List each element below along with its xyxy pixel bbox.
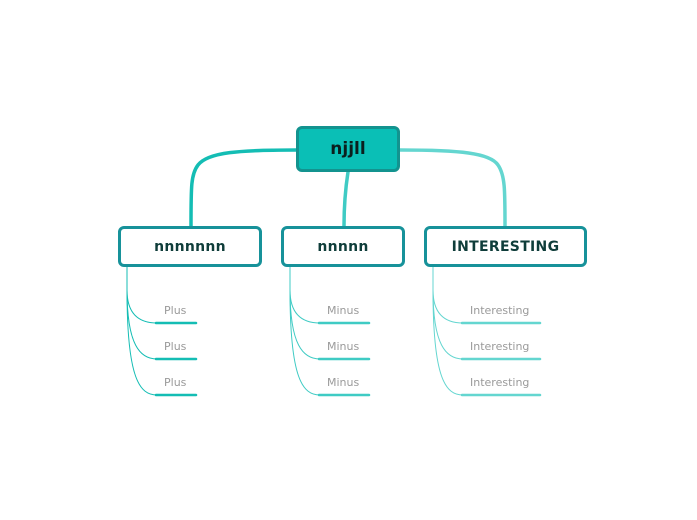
- connector-branch-3-leaf-3: [432, 289, 464, 396]
- connector-root-to-branch-2: [342, 170, 350, 228]
- connector-branch-2-leaf-1: [289, 267, 321, 324]
- branch-node-3[interactable]: INTERESTING: [424, 226, 587, 267]
- leaf-node-1-1[interactable]: Plus: [164, 304, 187, 317]
- connector-branch-3-leaf-2: [432, 289, 464, 360]
- leaf-node-3-1[interactable]: Interesting: [470, 304, 530, 317]
- connector-root-to-branch-1: [189, 148, 298, 228]
- branch-label-2: nnnnn: [317, 238, 369, 255]
- connector-branch-2-leaf-3: [289, 289, 321, 396]
- connector-branch-1-leaf-2: [126, 289, 158, 360]
- leaf-node-1-3[interactable]: Plus: [164, 376, 187, 389]
- branch-label-3: INTERESTING: [451, 238, 560, 255]
- leaf-node-2-3[interactable]: Minus: [327, 376, 360, 389]
- leaf-node-3-3[interactable]: Interesting: [470, 376, 530, 389]
- leaf-node-3-2[interactable]: Interesting: [470, 340, 530, 353]
- leaf-node-2-2[interactable]: Minus: [327, 340, 360, 353]
- branch-node-1[interactable]: nnnnnnn: [118, 226, 262, 267]
- connector-root-to-branch-3: [398, 148, 507, 228]
- branch-label-1: nnnnnnn: [154, 238, 226, 255]
- connector-branch-2-leaf-2: [289, 289, 321, 360]
- connector-branch-1-leaf-1: [126, 267, 158, 324]
- branch-node-2[interactable]: nnnnn: [281, 226, 405, 267]
- connector-branch-1-leaf-3: [126, 289, 158, 396]
- connector-branch-3-leaf-1: [432, 267, 464, 324]
- leaf-node-1-2[interactable]: Plus: [164, 340, 187, 353]
- root-topic-node[interactable]: njjll: [296, 126, 400, 172]
- root-topic-label: njjll: [330, 139, 366, 159]
- leaf-node-2-1[interactable]: Minus: [327, 304, 360, 317]
